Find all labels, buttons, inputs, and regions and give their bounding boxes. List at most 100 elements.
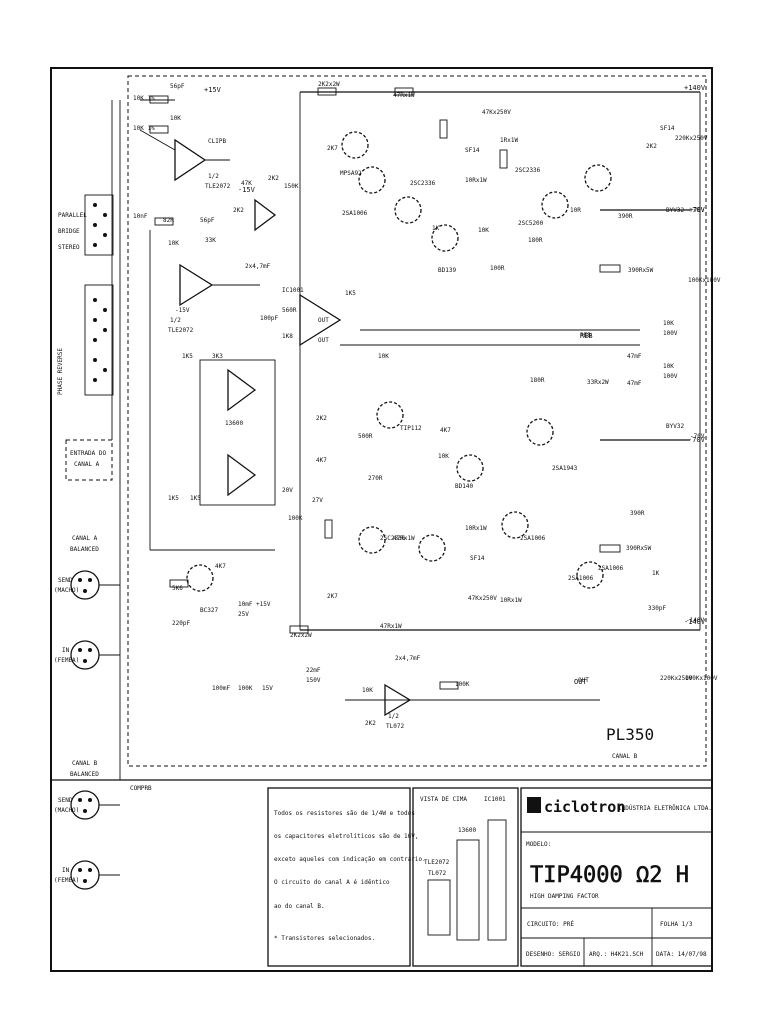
component-label: 100V xyxy=(663,373,678,380)
vista-text: VISTA DE CIMA IC1001 13600 TLE2072 TL072 xyxy=(420,796,506,877)
model-subtitle: HIGH DAMPING FACTOR xyxy=(530,893,599,900)
component-label: 20V xyxy=(282,487,293,494)
rail-minus70: -70V xyxy=(688,436,706,444)
component-label: 47Rx1W xyxy=(393,535,415,542)
component-label: BYV32 xyxy=(666,207,684,214)
note-line-2: os capacitores eletrolíticos são de 16V, xyxy=(274,833,419,840)
label-send-b: SEND xyxy=(58,797,73,804)
component-label: 4K7 xyxy=(215,563,226,570)
component-label: 220Kx250V xyxy=(660,675,693,682)
label-macho-a: (MACHO) xyxy=(54,587,79,594)
component-label: 2x4,7mF xyxy=(395,655,421,662)
note-line-5: ao do canal B. xyxy=(274,903,325,910)
component-label: 100mF xyxy=(212,685,230,692)
note-line-1: Todos os resistores são de 1/4W e todos xyxy=(274,810,415,817)
component-label: 10K xyxy=(378,353,389,360)
component-label: 10K xyxy=(168,240,179,247)
component-label: 10R xyxy=(570,207,581,214)
component-label: 390Rx5W xyxy=(626,545,652,552)
label-entrada-2: CANAL A xyxy=(74,461,100,468)
component-label: 2K2 xyxy=(646,143,657,150)
component-label: 180R xyxy=(530,377,545,384)
component-label: 100R xyxy=(490,265,505,272)
rail-minus140: -140V xyxy=(684,618,706,626)
title-block xyxy=(520,787,713,967)
label-stereo: STEREO xyxy=(58,244,80,251)
resistor-symbols xyxy=(149,87,621,690)
vista-13600: 13600 xyxy=(458,827,476,834)
component-label: 47mF xyxy=(627,380,642,387)
title-block-text: ciclotron INDÚSTRIA ELETRÔNICA LTDA. MOD… xyxy=(526,798,712,958)
component-label: 10K xyxy=(362,687,373,694)
component-label: 56pF xyxy=(200,217,215,224)
transistor-symbol xyxy=(584,164,612,192)
component-label: 220Kx250V xyxy=(675,135,708,142)
component-label: 10K xyxy=(170,115,181,122)
component-label: 47Rx1W xyxy=(380,623,402,630)
component-label: 2K2 xyxy=(233,207,244,214)
component-label: 390R xyxy=(618,213,633,220)
reb-label: REB xyxy=(580,332,593,340)
desenho-text: DESENHO: SERGIO xyxy=(526,951,581,958)
component-label: 5K6 xyxy=(172,585,183,592)
component-label: 2K2 xyxy=(316,415,327,422)
transistor-symbol xyxy=(341,131,369,159)
component-label: 1Rx1W xyxy=(500,137,518,144)
notes-text: Todos os resistores são de 1/4W e todos … xyxy=(274,810,426,942)
component-label: 220pF xyxy=(172,620,190,627)
component-label: 100V xyxy=(663,330,678,337)
model-name: TIP4000 Ω2 H xyxy=(530,863,689,888)
sheet-border xyxy=(50,67,713,972)
component-label: 15V xyxy=(262,685,273,692)
component-label: 33Rx2W xyxy=(587,379,609,386)
power-rails xyxy=(299,91,701,631)
component-label: 2SA1006 xyxy=(598,565,624,572)
component-label: CLIPB xyxy=(208,138,226,145)
component-label: TIP112 xyxy=(400,425,422,432)
label-send-a: SEND xyxy=(58,577,73,584)
xlr-connectors xyxy=(70,570,120,890)
label-canal-b-1: CANAL B xyxy=(72,760,98,767)
component-label: 2x4,7mF xyxy=(245,263,271,270)
component-label: 4K7 xyxy=(316,457,327,464)
component-label: 1/2 xyxy=(208,173,219,180)
component-label: 1/2 xyxy=(388,713,399,720)
input-switch-block xyxy=(65,100,121,780)
transistor-symbol xyxy=(526,418,554,446)
circuito-text: CIRCUITO: PRÉ xyxy=(527,920,574,928)
transistor-symbol xyxy=(394,196,422,224)
component-label: BD139 xyxy=(438,267,456,274)
note-line-4: O circuito do canal A é idêntico xyxy=(274,879,390,886)
component-label: 2SA1006 xyxy=(342,210,368,217)
canal-b-dashed-box xyxy=(127,75,707,767)
notes-box xyxy=(267,787,411,967)
component-label: 1K5 xyxy=(190,495,201,502)
component-label: TL072 xyxy=(386,723,404,730)
ciclotron-logo-mark xyxy=(527,797,541,813)
component-label: 27V xyxy=(312,497,323,504)
component-label: 100K xyxy=(238,685,253,692)
component-label: 1K xyxy=(652,570,660,577)
component-label: MPSA92 xyxy=(340,170,362,177)
component-label: 2K2 xyxy=(365,720,376,727)
transistor-symbol xyxy=(501,511,529,539)
component-label: 10K xyxy=(663,320,674,327)
transistor-group xyxy=(186,131,612,592)
component-label: 10nF xyxy=(133,213,148,220)
component-label: 2SC2336 xyxy=(410,180,436,187)
component-label: 2K7 xyxy=(327,145,338,152)
component-label: 10Rx1W xyxy=(465,177,487,184)
vista-box xyxy=(412,787,519,967)
opamp-symbols xyxy=(139,99,600,717)
component-label: 1K8 xyxy=(282,333,293,340)
board-id-pl350: PL350 xyxy=(606,725,654,744)
component-label: TLE2072 xyxy=(168,327,194,334)
transistor-symbol xyxy=(358,166,386,194)
component-label: 180R xyxy=(528,237,543,244)
component-label: 10mF xyxy=(238,601,253,608)
component-label: 150V xyxy=(306,677,321,684)
component-label: 100Kx100V xyxy=(685,675,718,682)
folha-text: FOLHA 1/3 xyxy=(660,921,693,928)
component-label: REB xyxy=(580,332,591,339)
